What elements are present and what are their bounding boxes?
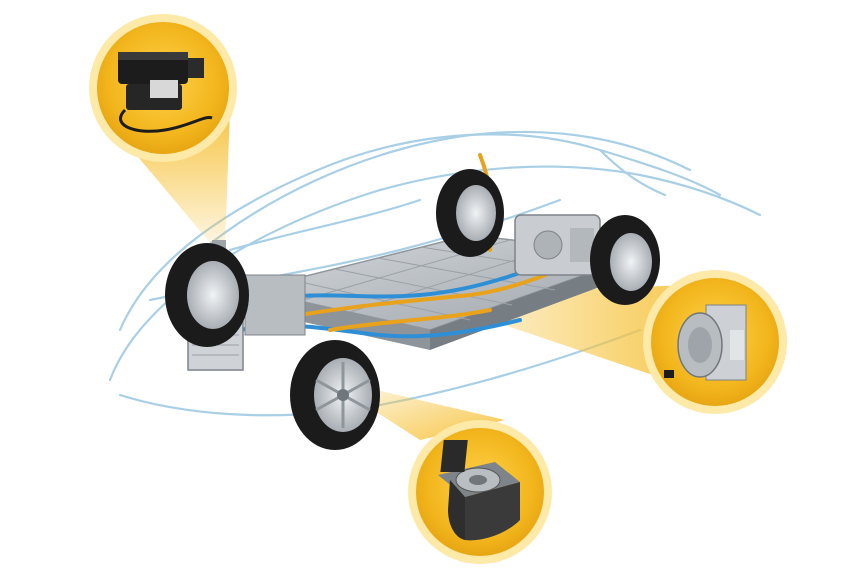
motor-actuator-icon <box>664 304 747 381</box>
callout-air-compressor <box>89 14 237 162</box>
rear-drive-unit <box>514 214 601 276</box>
callout-electric-motor <box>643 270 787 414</box>
callout-sensor-module <box>408 420 552 564</box>
sensor-module-icon <box>438 440 520 541</box>
wheel-front-left <box>165 243 249 347</box>
wheel-front-right <box>290 340 380 450</box>
air-suspension-compressor-icon <box>118 52 213 133</box>
wheel-rear-left <box>436 169 504 257</box>
wheel-rear-right <box>590 215 660 305</box>
